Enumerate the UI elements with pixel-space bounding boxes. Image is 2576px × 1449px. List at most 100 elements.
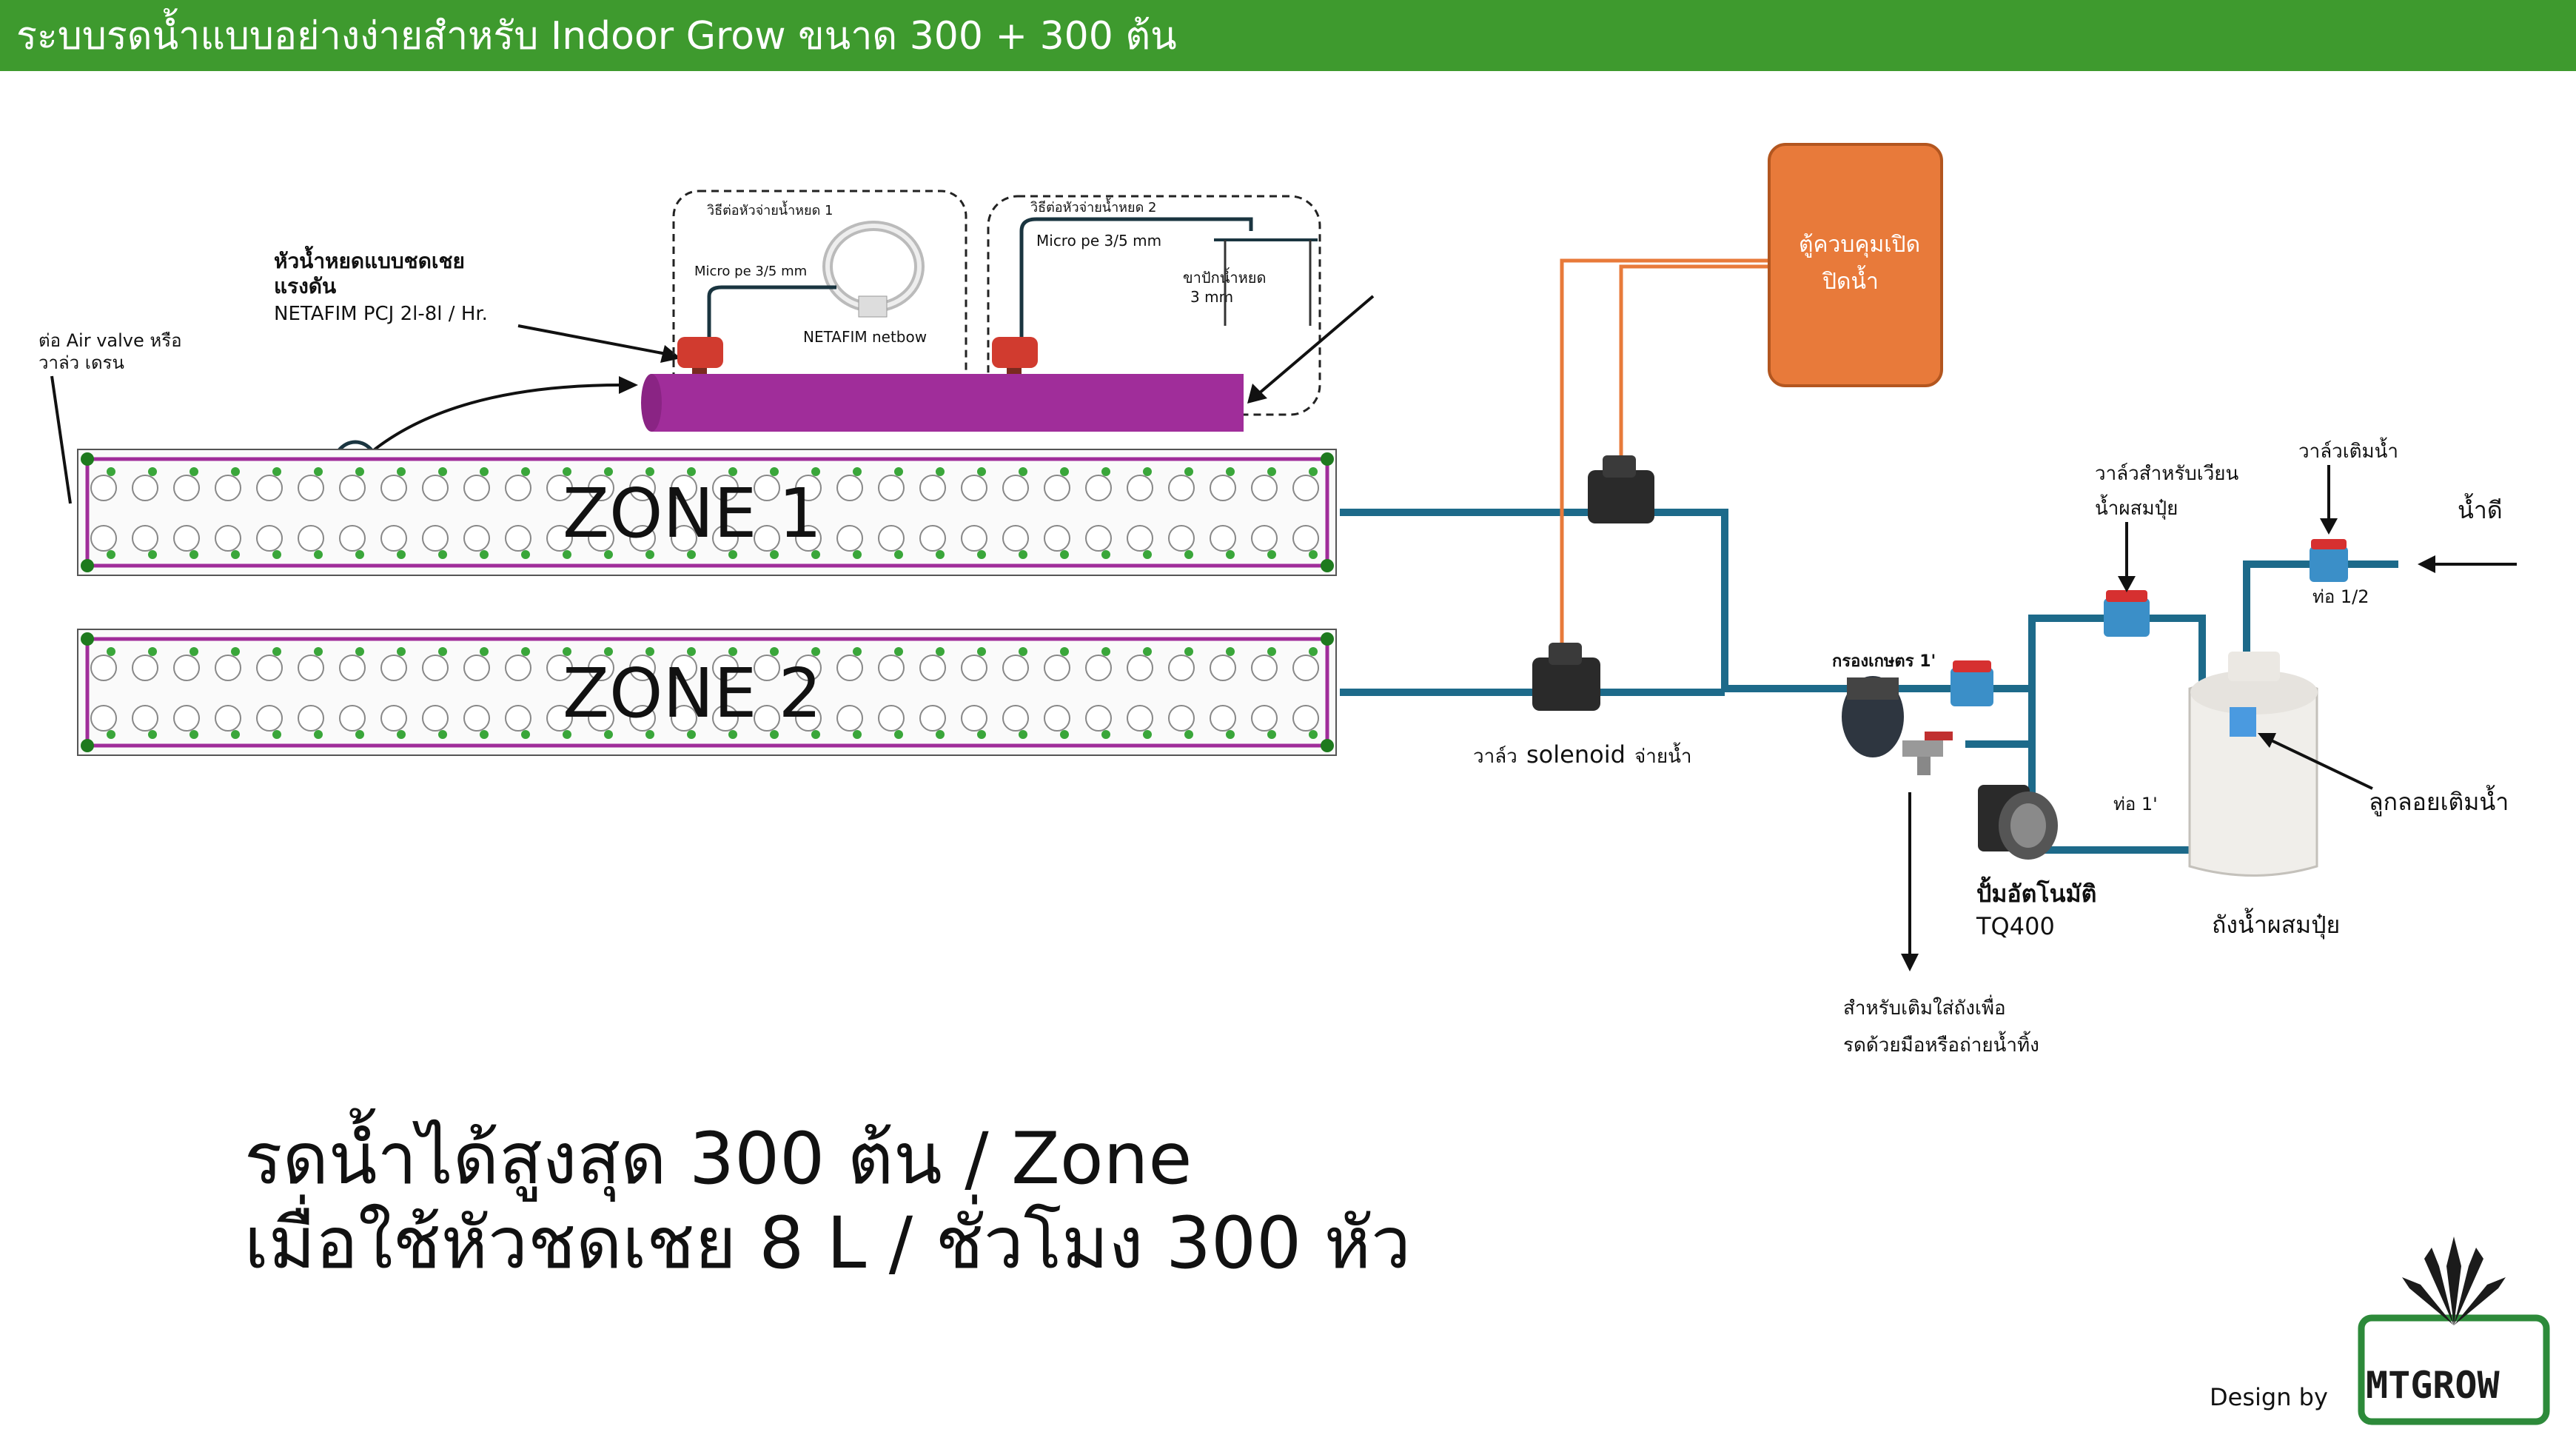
plant-pot [90,705,117,732]
micro-pe-tube-1 [707,285,836,341]
drip-emitter [770,647,779,656]
drip-emitter [189,647,198,656]
plant-pot [1002,705,1029,732]
plant-pot [215,475,241,501]
line-connector [81,739,94,752]
drip-emitter [1101,467,1110,476]
plant-pot [1251,475,1278,501]
drip-emitter [604,550,613,559]
header-bar [0,0,2576,71]
plant-pot [546,475,573,501]
zone-2-bed [77,629,1337,756]
drain-tap-icon[interactable] [1902,732,1953,775]
plant-pot [463,655,490,681]
plant-pot [1251,655,1278,681]
plant-pot [90,525,117,552]
drip-emitter [687,467,696,476]
plant-pot [795,525,822,552]
plant-pot [1168,525,1195,552]
plant-pot [1127,525,1153,552]
plant-pot [1044,655,1070,681]
plant-pot [132,475,158,501]
plant-pot [961,525,987,552]
drip-emitter [314,647,323,656]
plant-pot [1044,525,1070,552]
drip-stake-icon [1214,238,1318,326]
plant-pot [1292,655,1319,681]
disc-filter-icon[interactable] [1842,676,1904,757]
plant-pot [1210,705,1236,732]
clean-water-label: น้ำดี [2458,493,2503,524]
circulation-ball-valve-icon[interactable] [2104,590,2150,637]
drip-emitter [1226,550,1235,559]
drip-emitter [107,550,115,559]
drip-emitter [272,647,281,656]
plant-pot [795,655,822,681]
plant-pot [1127,705,1153,732]
netbow-label: NETAFIM netbow [803,328,927,346]
solenoid-valve-icon[interactable] [1532,643,1600,711]
drip-emitter [645,730,654,739]
drip-emitter [811,550,820,559]
drip-emitter [148,550,157,559]
drip-emitter [687,730,696,739]
drip-emitter [977,467,986,476]
drip-emitter [645,647,654,656]
plant-pot [588,475,614,501]
solenoid-label-1: วาล์ว [1473,746,1517,768]
plant-pot [836,475,863,501]
plant-pot [671,525,697,552]
drip-emitter [355,730,364,739]
right-callout-arrowhead [1247,384,1267,404]
plant-pot [754,525,780,552]
drip-emitter [977,730,986,739]
plant-pot [505,705,531,732]
drip-emitter [936,467,945,476]
solenoid-valve-icon[interactable] [1588,455,1654,523]
controller-label-2: ปิดน้ำ [1822,265,1879,295]
drip-emitter [770,550,779,559]
drip-emitter [272,467,281,476]
plant-pot [422,475,449,501]
plant-pot [1044,475,1070,501]
plant-pot [422,705,449,732]
plant-pot [1127,655,1153,681]
drip-emitter [894,550,903,559]
connection-method-1-title: วิธีต่อหัวจ่ายน้ำหยด 1 [707,201,833,218]
drip-emitter [521,647,530,656]
drip-emitter [148,730,157,739]
drip-emitter [189,550,198,559]
plant-pot [588,705,614,732]
plant-pot [256,475,283,501]
supply-ball-valve-icon[interactable] [1951,660,1993,706]
plant-pot [380,475,407,501]
plant-pot [90,655,117,681]
zoom-callout-arrowhead [619,376,638,394]
drip-emitter [936,550,945,559]
fill-ball-valve-icon[interactable] [2310,539,2348,582]
plant-pot [215,525,241,552]
plant-pot [878,655,905,681]
controller-label-1: ตู้ควบคุมเปิด [1799,232,1920,258]
dripper-label-1: หัวน้ำหยดแบบชดเชย [274,245,465,273]
logo-text: MTGROW [2366,1364,2500,1407]
controller-wire-2 [1619,264,1769,470]
drip-emitter [314,730,323,739]
pipe-half-label: ท่อ 1/2 [2312,586,2369,607]
plant-pot [1127,475,1153,501]
drip-emitter [853,467,862,476]
plant-pot [1292,705,1319,732]
plant-pot [380,525,407,552]
drip-emitter [977,647,986,656]
circulation-valve-arrowhead [2118,576,2136,592]
plant-pot [919,705,946,732]
drip-emitter [728,647,737,656]
zone-1-bed [77,449,1337,576]
drip-emitter [1019,647,1027,656]
pump-icon[interactable] [1978,785,2058,860]
float-valve-arrow [2263,735,2373,790]
zone-1-plants [81,452,1334,572]
plant-pot [588,525,614,552]
right-callout-arrow [1257,295,1375,395]
plant-pot [629,525,656,552]
